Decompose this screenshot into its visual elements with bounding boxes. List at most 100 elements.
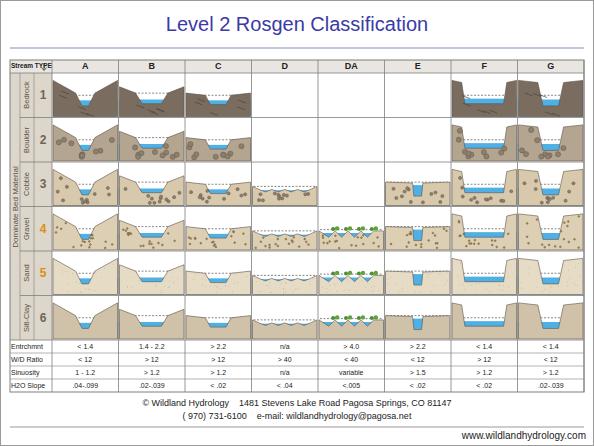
bed-particle: [206, 189, 209, 192]
bed-particle: [84, 241, 86, 243]
sand-grain: [365, 286, 367, 288]
grid-line: [185, 60, 186, 392]
sand-grain: [462, 284, 464, 286]
grid-line: [20, 117, 584, 118]
sand-grain: [215, 286, 217, 288]
bed-particle: [194, 152, 199, 157]
bed-particle: [491, 240, 493, 242]
sand-grain: [550, 285, 552, 287]
bed-particle: [323, 242, 325, 244]
grid-line: [10, 366, 584, 367]
vegetation: [335, 271, 339, 275]
sand-grain: [575, 284, 577, 286]
bed-particle: [201, 197, 204, 200]
table-cell: < 12: [385, 353, 452, 366]
sand-grain: [270, 292, 272, 294]
sand-grain: [169, 286, 171, 288]
bed-particle: [460, 235, 462, 237]
sand-grain: [387, 279, 389, 281]
bed-particle: [465, 245, 467, 247]
bed-particle: [80, 244, 82, 246]
sand-grain: [297, 288, 299, 290]
table-cell: < .04: [252, 379, 319, 392]
vegetation: [370, 227, 374, 231]
cross-section: [452, 258, 517, 294]
material-name: Boulder: [21, 118, 33, 163]
stream-type: C: [185, 60, 252, 73]
cross-section: [186, 138, 251, 161]
bed-particle: [281, 197, 284, 200]
sand-grain: [576, 284, 578, 286]
cross-section: [319, 226, 384, 250]
bed-particle: [457, 128, 462, 133]
bed-particle: [293, 236, 295, 238]
table-cell: > 2.2: [185, 340, 252, 353]
bedrock-crack: [545, 112, 553, 115]
stream-type: B: [119, 60, 186, 73]
sand-grain: [401, 287, 403, 289]
sand-grain: [285, 291, 287, 293]
sand-grain: [176, 278, 178, 280]
sand-grain: [521, 287, 523, 289]
bed-particle: [523, 182, 526, 185]
flood-prone-line: [254, 319, 317, 320]
bed-particle: [329, 241, 331, 243]
sand-grain: [137, 291, 139, 293]
sand-grain: [542, 290, 544, 292]
cross-section: [120, 309, 185, 339]
vegetation: [357, 316, 361, 320]
sand-grain: [285, 282, 287, 284]
row-number: 3: [35, 176, 51, 192]
vegetation: [331, 316, 335, 320]
row-number: 2: [35, 132, 51, 148]
bed-particle: [357, 236, 359, 238]
bed-particle: [206, 238, 208, 240]
bed-particle: [111, 244, 113, 246]
ground: [186, 182, 251, 205]
sand-grain: [210, 285, 212, 287]
bed-particle: [277, 238, 279, 240]
row-number: 4: [35, 221, 51, 237]
sand-grain: [429, 273, 431, 275]
bed-particle: [322, 235, 324, 237]
sand-grain: [427, 276, 429, 278]
bedrock-crack: [78, 107, 86, 110]
bed-particle: [567, 221, 569, 223]
bedrock-crack: [462, 96, 470, 99]
table-cell: > 2.2: [385, 340, 452, 353]
bed-particle: [285, 238, 287, 240]
bed-particle: [541, 244, 543, 246]
bed-particle: [149, 243, 151, 245]
cross-section: [120, 265, 185, 295]
bedrock-crack: [237, 107, 245, 110]
sand-grain: [127, 287, 129, 289]
ground: [319, 320, 384, 339]
bed-particle: [564, 199, 567, 202]
bed-particle: [292, 241, 294, 243]
row-number: 1: [35, 87, 51, 103]
bed-particle: [574, 238, 576, 240]
bedrock-crack: [194, 102, 202, 105]
bed-particle: [469, 243, 471, 245]
bed-particle: [308, 244, 310, 246]
bed-particle: [104, 247, 106, 249]
bed-particle: [189, 191, 192, 194]
bed-particle: [61, 137, 66, 142]
bed-particle: [132, 145, 137, 150]
bed-particle: [559, 246, 561, 248]
sand-grain: [498, 285, 500, 287]
bed-particle: [406, 234, 408, 236]
sand-grain: [94, 290, 96, 292]
vegetation: [348, 226, 352, 230]
grid-line: [20, 162, 584, 163]
bedrock-crack: [489, 110, 497, 113]
bed-particle: [126, 228, 128, 230]
sand-grain: [341, 282, 343, 284]
bed-particle: [400, 195, 403, 198]
cross-section: [253, 275, 318, 294]
bed-particle: [466, 151, 471, 156]
sand-grain: [528, 268, 530, 270]
ground: [186, 316, 251, 339]
ground: [452, 125, 517, 161]
bed-particle: [173, 196, 176, 199]
